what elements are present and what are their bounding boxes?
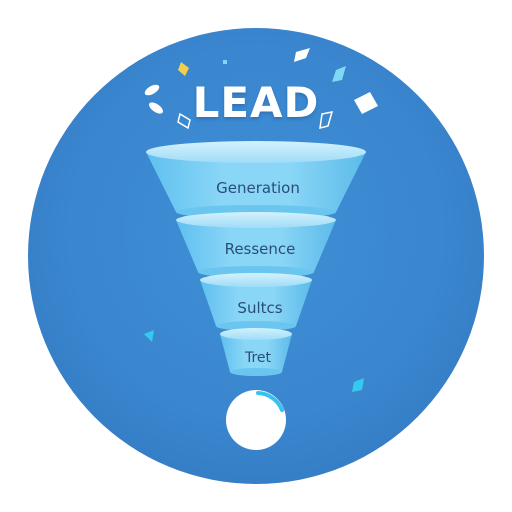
confetti-piece — [149, 102, 163, 114]
funnel-stage-2: Ressence — [176, 212, 336, 278]
stage-label-tret: Tret — [244, 350, 272, 366]
confetti-piece — [319, 111, 334, 129]
confetti-piece — [354, 92, 378, 114]
stage-label-generation: Generation — [216, 179, 300, 197]
confetti-piece — [178, 62, 189, 76]
confetti-piece — [144, 84, 160, 96]
confetti-piece — [352, 378, 364, 392]
confetti-piece — [332, 66, 346, 82]
confetti-piece — [294, 48, 310, 62]
confetti-piece — [177, 112, 191, 130]
stage-label-sultcs: Sultcs — [237, 299, 282, 317]
stage-label-ressence: Ressence — [225, 240, 296, 258]
confetti-group — [144, 48, 378, 392]
funnel-stage-1: Generation — [146, 141, 366, 219]
diagram-title: LEAD — [192, 78, 320, 127]
progress-ring-icon — [226, 390, 286, 450]
confetti-piece — [144, 330, 154, 342]
confetti-piece — [223, 60, 227, 64]
funnel-stage-3: Sultcs — [200, 273, 312, 331]
funnel-stage-4: Tret — [220, 328, 292, 376]
